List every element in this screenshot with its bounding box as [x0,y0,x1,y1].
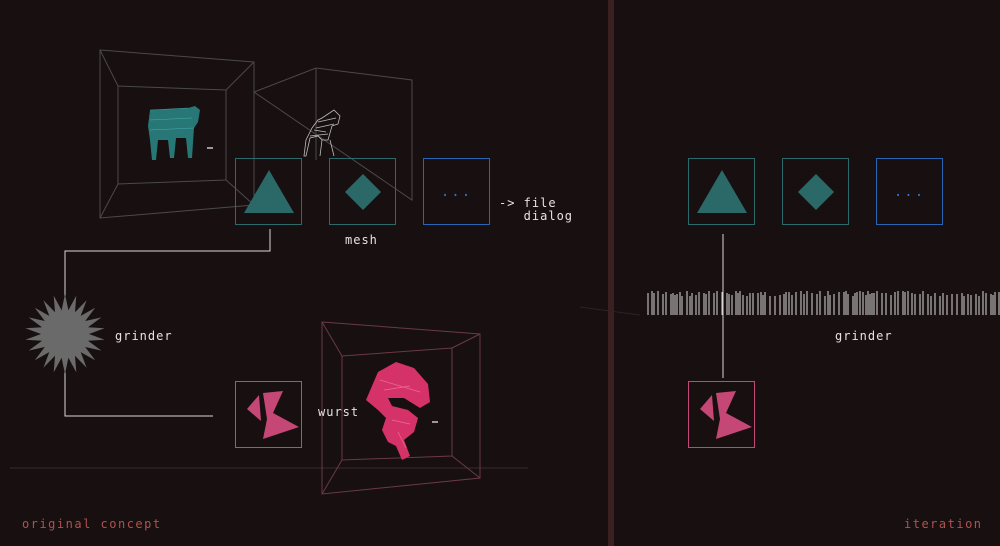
triangle-icon [243,169,294,213]
diamond-icon [344,173,381,210]
dog-wireframe-model [303,109,341,157]
grinder-label-iteration: grinder [835,329,893,343]
diamond-icon [797,173,834,210]
mesh-label: mesh [345,233,378,247]
triangle-icon [696,169,747,213]
more-options-tile-iteration[interactable]: ... [876,158,943,225]
wurst-output-tile-iteration[interactable] [688,381,755,448]
wurst-output-tile[interactable] [235,381,302,448]
wurst-model-box [321,321,481,495]
triangle-mesh-tile-iteration[interactable] [688,158,755,225]
left-flow-connector [64,229,271,417]
grinder-sawblade-icon [25,294,105,374]
ellipsis-icon: ... [893,183,926,200]
grinder-label: grinder [115,329,173,343]
grinder-barcode-strip [647,291,1000,315]
faint-connector [579,306,641,316]
file-dialog-label: -> file dialog [499,196,574,223]
wurst-label: wurst [318,405,360,419]
dog-model-box [252,67,413,201]
triangle-mesh-tile[interactable] [235,158,302,225]
cow-wireframe-model [148,106,213,160]
wurst-blob-model [366,362,438,460]
diamond-mesh-tile[interactable] [329,158,396,225]
wurst-shard-icon [699,390,752,439]
wurst-shard-icon [246,390,299,439]
iteration-label: iteration [904,517,983,531]
diamond-mesh-tile-iteration[interactable] [782,158,849,225]
ellipsis-icon: ... [440,183,473,200]
original-concept-label: original concept [22,517,162,531]
panel-divider [608,0,614,546]
more-options-tile[interactable]: ... [423,158,490,225]
